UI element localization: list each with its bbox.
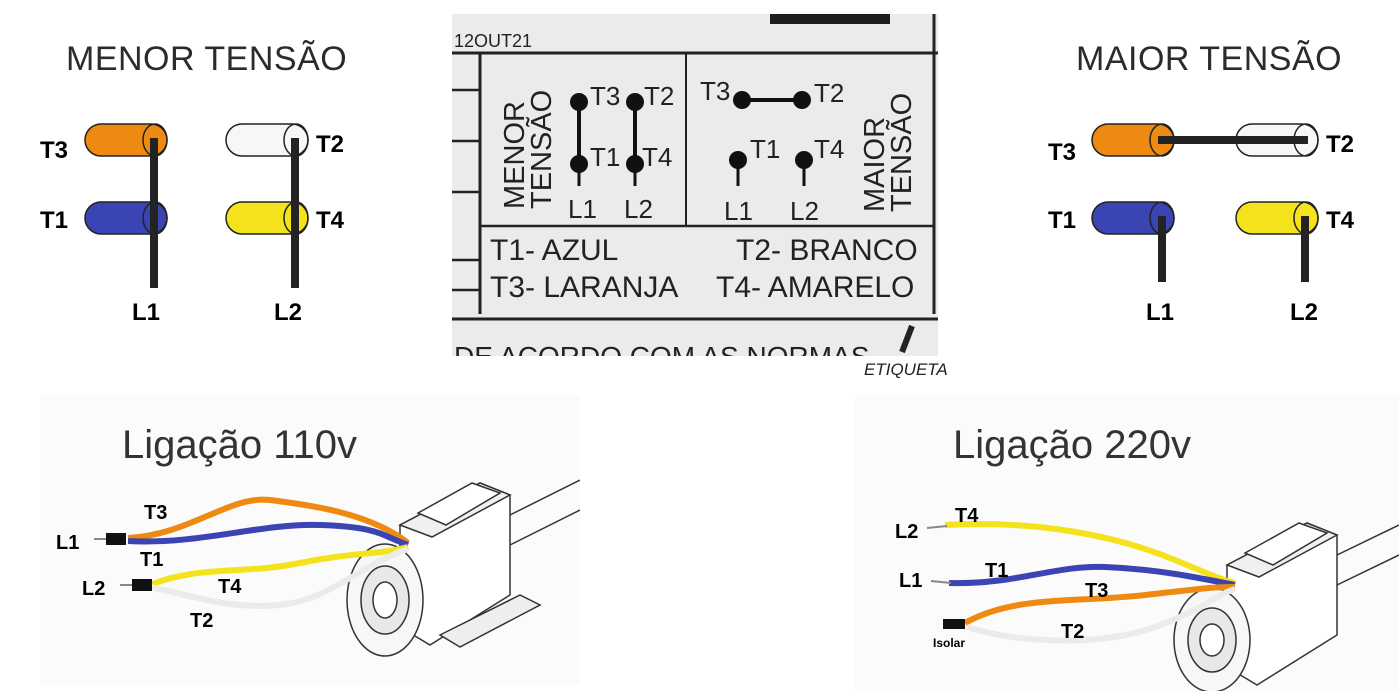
etiqueta-menor-l1: L1 <box>568 194 597 224</box>
t4-label: T4 <box>1326 207 1355 234</box>
etiqueta-label-photo: 12OUT21 MENOR TENSÃO T3 T2 T1 T4 L1 L2 T… <box>452 14 938 356</box>
l2-bridge <box>291 138 299 288</box>
t1-blue-wire <box>127 521 410 548</box>
menor-tensao-svg: T3 T1 T2 T4 L1 L2 <box>40 123 345 326</box>
isolar-label: Isolar <box>933 636 965 650</box>
menor-tensao-title: MENOR TENSÃO <box>66 40 348 78</box>
etiqueta-menor-t4: T4 <box>642 142 672 172</box>
maior-tensao-title: MAIOR TENSÃO <box>1076 40 1343 78</box>
t4-label: T4 <box>955 505 979 527</box>
l2-connector <box>132 579 152 591</box>
ligacao-220v-diagram: Ligação 220v L2 L1 T4 T1 T3 T2 Isolar <box>855 395 1399 691</box>
t3-label: T3 <box>1048 139 1076 166</box>
t4-label: T4 <box>316 207 345 234</box>
etiqueta-menor-line1: MENOR <box>499 101 531 209</box>
l2-label: L2 <box>82 578 105 600</box>
ligacao-220v-svg: L2 L1 T4 T1 T3 T2 Isolar <box>895 505 1399 691</box>
t2-wire <box>149 546 409 609</box>
etiqueta-legend-t1: T1- AZUL <box>490 234 618 267</box>
etiqueta-maior-l2: L2 <box>790 196 819 226</box>
t3-label: T3 <box>144 502 167 524</box>
l1-label: L1 <box>132 299 160 326</box>
etiqueta-maior-t4: T4 <box>814 134 844 164</box>
t4-label: T4 <box>218 576 242 598</box>
etiqueta-maior-t1: T1 <box>750 134 780 164</box>
etiqueta-date: 12OUT21 <box>454 31 532 51</box>
motor-110v <box>346 479 580 657</box>
t2-label: T2 <box>316 131 344 158</box>
l1-bridge <box>150 138 158 288</box>
t3-label: T3 <box>1085 580 1108 602</box>
maior-tensao-svg: T3 T2 T1 T4 L1 L2 <box>1048 123 1355 326</box>
etiqueta-maior-line2: TENSÃO <box>884 93 918 212</box>
maior-tensao-diagram: MAIOR TENSÃO T3 T2 T1 T4 L1 L2 <box>1000 0 1399 350</box>
t3-t2-bridge <box>1158 136 1308 144</box>
etiqueta-maior-t2: T2 <box>814 78 844 108</box>
etiqueta-maior-l1: L1 <box>724 196 753 226</box>
t3-label: T3 <box>40 137 68 164</box>
l1-label: L1 <box>899 570 922 592</box>
etiqueta-menor-l2: L2 <box>624 194 653 224</box>
l1-connector <box>106 533 126 545</box>
etiqueta-footer: DE ACORDO COM AS NORMAS <box>454 341 869 356</box>
etiqueta-caption: ETIQUETA <box>864 360 948 379</box>
t4-wire <box>148 544 409 588</box>
t3-wire <box>127 496 410 546</box>
motor-220v <box>1173 522 1399 691</box>
l2-label: L2 <box>1290 299 1318 326</box>
ligacao-110v-title: Ligação 110v <box>122 423 357 467</box>
menor-tensao-diagram: MENOR TENSÃO T3 T1 T2 T4 L1 L2 <box>0 0 420 350</box>
t1-label: T1 <box>1048 207 1076 234</box>
t2-wire <box>966 586 1236 644</box>
t1-label: T1 <box>40 207 68 234</box>
l2-wire <box>1301 216 1309 282</box>
etiqueta-legend-t2: T2- BRANCO <box>736 234 918 267</box>
t2-label: T2 <box>190 610 213 632</box>
etiqueta-menor-t3: T3 <box>590 81 620 111</box>
etiqueta-menor-t2: T2 <box>644 81 674 111</box>
l1-label: L1 <box>1146 299 1174 326</box>
etiqueta-menor-line2: TENSÃO <box>524 90 558 209</box>
t2-label: T2 <box>1061 621 1084 643</box>
l1-wire <box>1158 216 1166 282</box>
etiqueta-legend-t3: T3- LARANJA <box>490 271 678 304</box>
etiqueta-maior-line1: MAIOR <box>859 117 891 212</box>
t3-wire <box>963 584 1236 626</box>
t2-label: T2 <box>1326 131 1354 158</box>
l1-label: L1 <box>56 532 79 554</box>
t1-label: T1 <box>985 560 1008 582</box>
l2-label: L2 <box>895 521 918 543</box>
etiqueta-legend-t4: T4- AMARELO <box>716 271 914 304</box>
t1-label: T1 <box>140 549 163 571</box>
ligacao-110v-diagram: Ligação 110v L1 L2 T3 T1 T4 T2 <box>40 395 580 685</box>
ligacao-110v-svg: L1 L2 T3 T1 T4 T2 <box>56 479 580 657</box>
ligacao-220v-title: Ligação 220v <box>953 423 1191 467</box>
t1-blue-wire <box>948 563 1236 588</box>
l2-label: L2 <box>274 299 302 326</box>
etiqueta-maior-t3: T3 <box>700 76 730 106</box>
isolar-connector <box>943 619 965 629</box>
etiqueta-svg: 12OUT21 MENOR TENSÃO T3 T2 T1 T4 L1 L2 T… <box>452 14 938 356</box>
etiqueta-menor-t1: T1 <box>590 142 620 172</box>
